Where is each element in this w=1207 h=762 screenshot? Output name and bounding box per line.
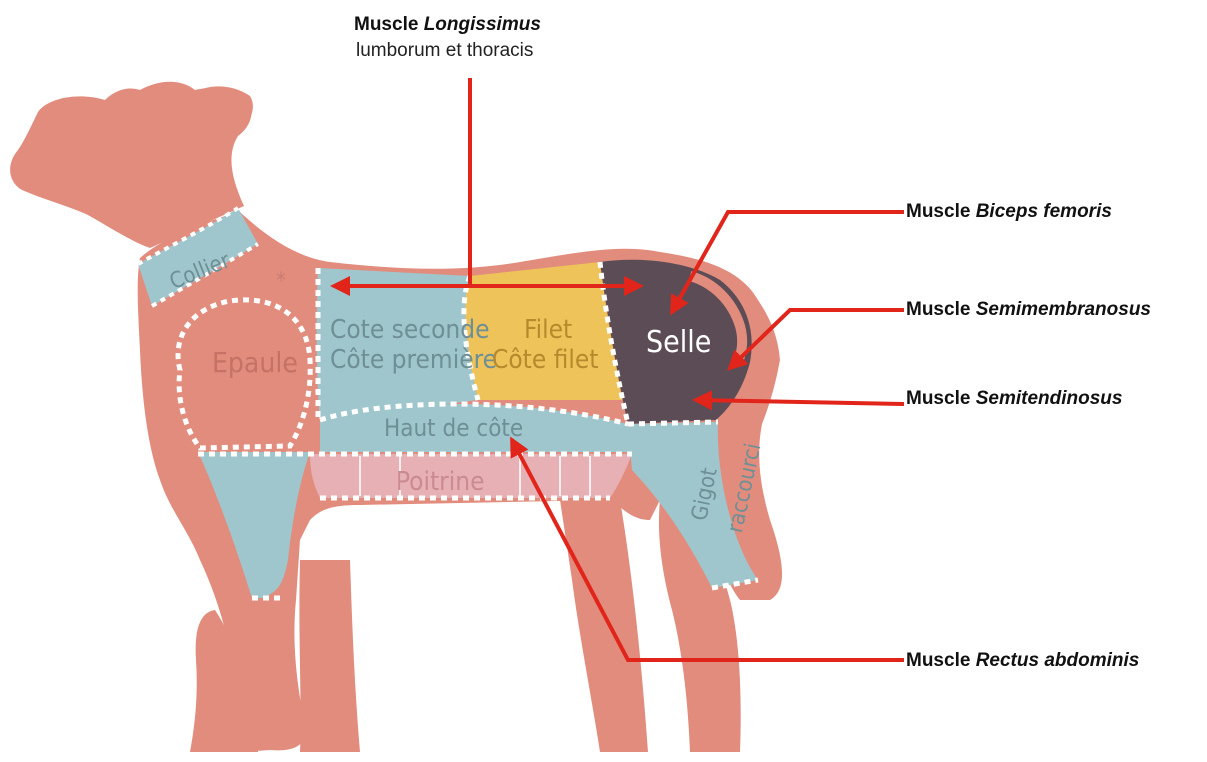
label-longissimus: Muscle Longissimus (354, 14, 541, 36)
label-longissimus-sub: lumborum et thoracis (356, 40, 533, 62)
label-cote-seconde: Cote seconde (330, 315, 489, 345)
label-rectus-abdominis: Muscle Rectus abdominis (906, 650, 1139, 672)
label-semimembranosus: Muscle Semimembranosus (906, 299, 1151, 321)
label-selle: Selle (646, 325, 711, 360)
label-haut-de-cote: Haut de côte (384, 414, 523, 442)
label-epaule: Epaule (212, 346, 298, 379)
label-filet: Filet (524, 315, 572, 345)
label-cote-premiere: Côte première (330, 345, 497, 375)
label-semitendinosus: Muscle Semitendinosus (906, 388, 1122, 410)
label-cote-filet: Côte filet (492, 345, 598, 375)
label-biceps-femoris: Muscle Biceps femoris (906, 201, 1112, 223)
label-asterisk: * (276, 269, 286, 294)
label-poitrine: Poitrine (396, 467, 485, 497)
